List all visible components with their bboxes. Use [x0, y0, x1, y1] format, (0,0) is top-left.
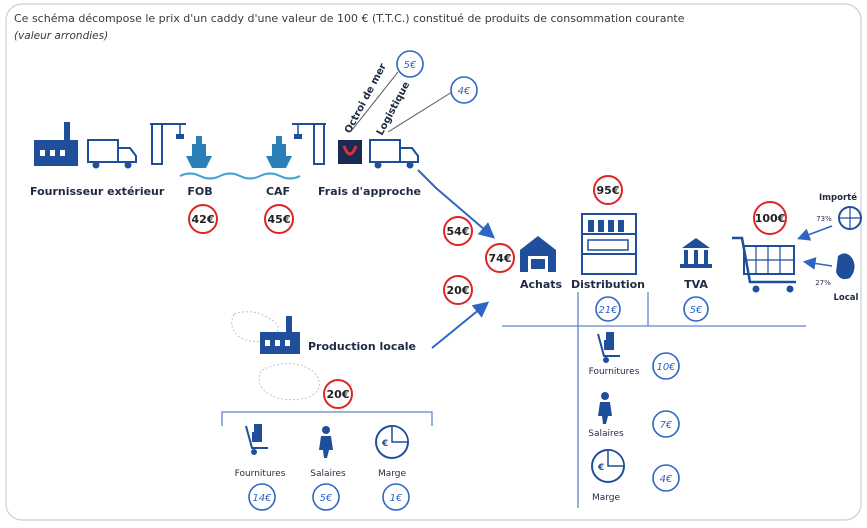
fob-value: 42€ [192, 213, 215, 226]
local-prod-value: 20€ [327, 388, 350, 401]
fob-label: FOB [187, 185, 212, 198]
logistique-value-circle [450, 76, 478, 104]
local-fournitures-label: Fournitures [235, 469, 286, 479]
local-fournitures-circle [248, 483, 276, 511]
octroi-connector [351, 71, 399, 131]
logistique-connector [387, 91, 453, 133]
store-shelf-icon [581, 213, 637, 275]
crane-icon-2 [292, 123, 326, 165]
distribution-label: Distribution [571, 278, 645, 291]
warehouse-icon [520, 236, 556, 272]
svg-text:€: € [381, 439, 388, 449]
sea-wave [179, 172, 301, 180]
local-arrow-to-achats [431, 301, 490, 349]
dist-fournitures-label: Fournitures [589, 367, 640, 377]
octroi-value: 5€ [404, 60, 417, 71]
fob-value-circle [188, 204, 218, 234]
local-factory-icon [260, 316, 300, 354]
local-fournitures-value: 14€ [252, 493, 272, 504]
truck-icon [87, 139, 137, 169]
local-arrow [802, 257, 833, 270]
local-worker-icon [319, 426, 333, 458]
local-origin-label: Local [834, 293, 859, 303]
octroi-icon [338, 140, 362, 164]
import-arrow [417, 169, 496, 239]
fournisseur-label: Fournisseur extérieur [30, 185, 165, 198]
total-value-circle [753, 201, 787, 235]
dist-fournitures-value: 10€ [656, 362, 676, 373]
dist-salaires-value: 7€ [660, 420, 673, 431]
local-marge-value: 1€ [390, 493, 403, 504]
importe-arrow [797, 225, 833, 241]
island-outline-bottom [258, 363, 320, 401]
margin-pie-icon: € [591, 449, 625, 483]
hand-truck-icon [597, 332, 620, 363]
frame-border [5, 3, 862, 521]
local-salaires-label: Salaires [310, 469, 346, 479]
distribution-value-circle [593, 175, 623, 205]
ship-icon-2 [266, 136, 292, 168]
local-value-circle [443, 275, 473, 305]
achats-value-circle [485, 243, 515, 273]
shopping-cart-icon [732, 236, 796, 293]
distribution-sub: 21€ [598, 305, 618, 316]
achats-label: Achats [520, 278, 563, 291]
dist-salaires-label: Salaires [588, 429, 624, 439]
local-bracket [221, 411, 433, 426]
total-value: 100€ [755, 212, 786, 225]
logistique-value: 4€ [458, 86, 471, 97]
import-value-circle [443, 216, 473, 246]
importe-label: Importé [819, 192, 857, 203]
caf-value: 45€ [268, 213, 291, 226]
truck-icon-2 [369, 139, 419, 169]
local-prod-value-circle [323, 379, 353, 409]
dist-marge-circle [652, 464, 680, 492]
distribution-value: 95€ [597, 184, 620, 197]
tva-value: 5€ [690, 305, 703, 316]
dist-marge-label: Marge [592, 493, 621, 503]
local-pct: 27% [815, 279, 831, 287]
octroi-value-circle [396, 50, 424, 78]
local-marge-circle [382, 483, 410, 511]
tva-value-circle [683, 296, 709, 322]
dist-salaires-circle [652, 410, 680, 438]
svg-text:€: € [597, 463, 604, 473]
local-margin-pie-icon: € [375, 425, 409, 459]
crane-icon [150, 123, 186, 165]
worker-icon [598, 392, 612, 424]
production-locale-label: Production locale [308, 340, 416, 353]
header-line-2: (valeur arrondies) [14, 30, 108, 42]
tva-label: TVA [684, 278, 708, 291]
bank-icon [680, 238, 712, 268]
distribution-sub-circle [595, 296, 621, 322]
island-outline-top [231, 311, 279, 342]
import-value: 54€ [447, 225, 470, 238]
local-marge-label: Marge [378, 469, 407, 479]
local-value: 20€ [447, 284, 470, 297]
dist-marge-value: 4€ [660, 474, 673, 485]
local-hand-truck-icon [245, 424, 268, 455]
achats-value: 74€ [489, 252, 512, 265]
factory-icon [34, 122, 78, 166]
island-icon [836, 253, 855, 280]
ship-icon [186, 136, 212, 168]
importe-pct: 73% [816, 215, 832, 223]
caf-value-circle [264, 204, 294, 234]
frais-label: Frais d'approche [318, 185, 421, 198]
local-salaires-value: 5€ [320, 493, 333, 504]
local-salaires-circle [312, 483, 340, 511]
caf-label: CAF [266, 185, 290, 198]
dist-fournitures-circle [652, 352, 680, 380]
header-line-1: Ce schéma décompose le prix d'un caddy d… [14, 12, 685, 25]
